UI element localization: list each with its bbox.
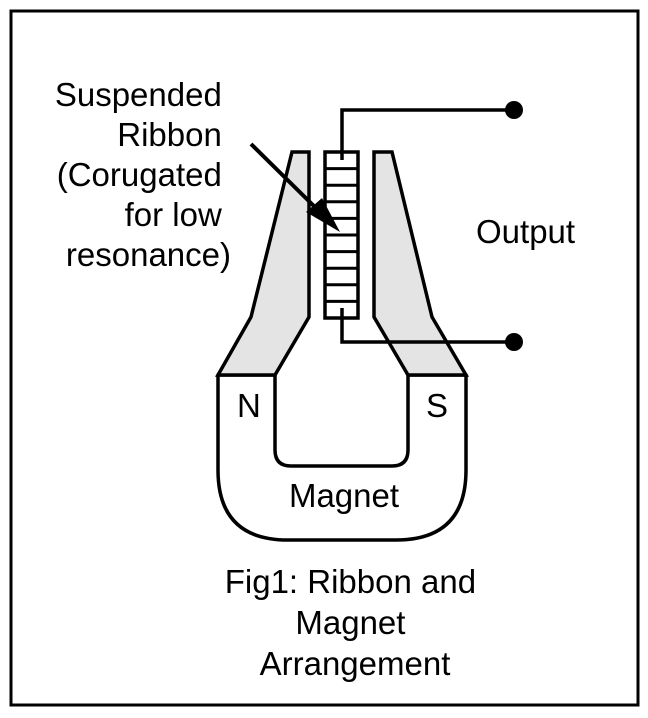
left-pole-piece: [214, 150, 311, 377]
magnet-body: [216, 373, 468, 542]
figure-border: [9, 9, 640, 707]
ribbon-pointer-arrow-shaft: [249, 142, 324, 216]
caption-line-2: Magnet: [295, 604, 405, 641]
ribbon: [323, 150, 360, 320]
north-pole-label: N: [237, 387, 261, 424]
output-label: Output: [476, 213, 575, 250]
right-pole-piece: [372, 150, 470, 377]
ribbon-label: Suspended Ribbon (Corugated for low reso…: [55, 76, 231, 273]
ribbon-label-line-5: resonance): [66, 236, 231, 273]
output-terminal-bottom: [505, 333, 523, 351]
output-terminal-top: [505, 101, 523, 119]
caption-line-3: Arrangement: [260, 645, 451, 682]
magnet-label: Magnet: [289, 477, 399, 514]
figure-caption: Fig1: Ribbon and Magnet Arrangement: [225, 563, 486, 682]
south-pole-label: S: [426, 387, 448, 424]
ribbon-label-line-3: (Corugated: [57, 156, 222, 193]
output-wire-top: [340, 108, 514, 160]
ribbon-label-line-2: Ribbon: [117, 116, 222, 153]
ribbon-label-line-1: Suspended: [55, 76, 222, 113]
ribbon-pointer-arrowhead: [306, 198, 340, 232]
caption-line-1: Fig1: Ribbon and: [225, 563, 476, 600]
ribbon-label-line-4: for low: [125, 196, 222, 233]
